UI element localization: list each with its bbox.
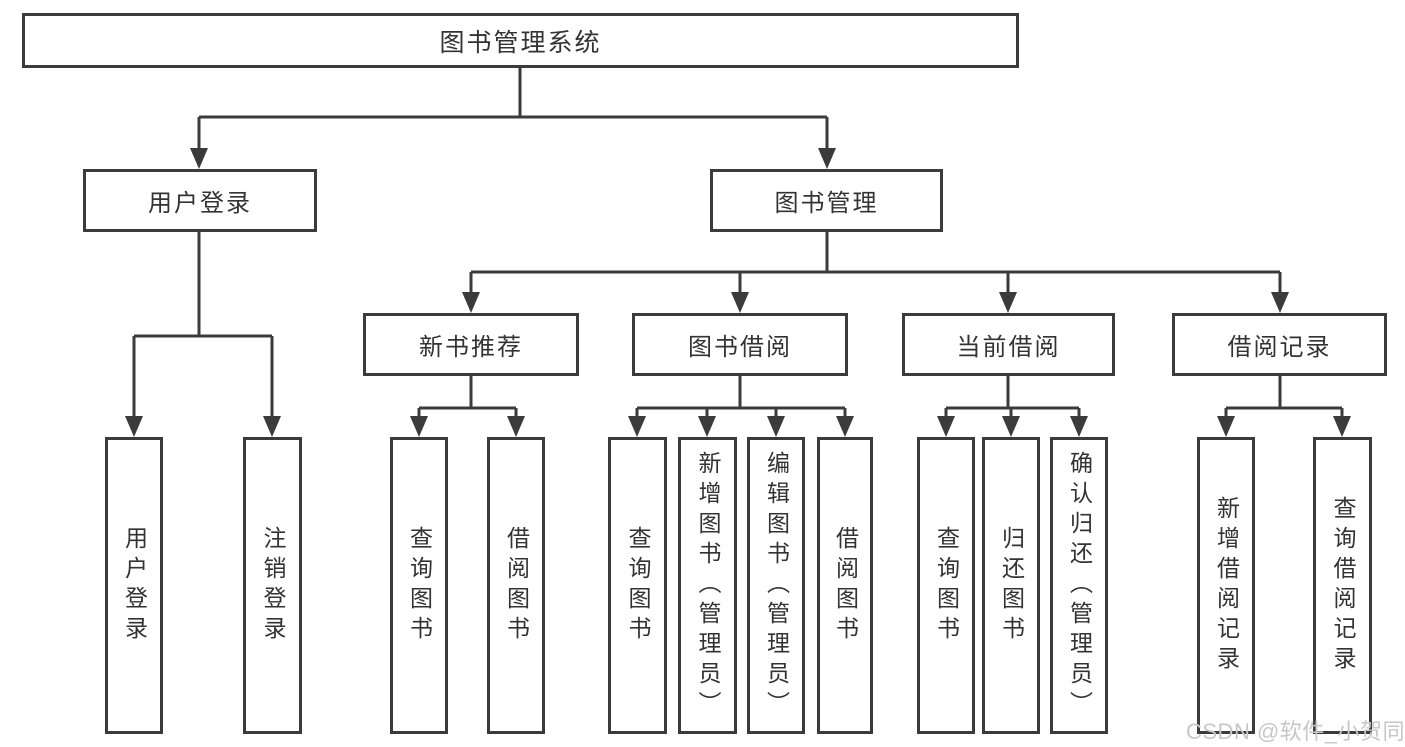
node-leaf-add-books-admin: 新增图书（管理员） xyxy=(678,437,737,734)
node-leaf-return-books: 归还图书 xyxy=(982,437,1040,734)
connector-borrowing-records-branch xyxy=(1217,376,1351,437)
node-label: 用户登录 xyxy=(121,525,148,646)
node-new-book-recommend: 新书推荐 xyxy=(363,313,579,376)
node-book-management-system: 图书管理系统 xyxy=(22,13,1019,68)
node-label: 图书管理 xyxy=(774,190,879,217)
node-label: 注销登录 xyxy=(260,525,286,646)
node-label: 借阅图书 xyxy=(832,525,859,646)
node-label: 归还图书 xyxy=(998,525,1025,646)
node-label: 编辑图书（管理员） xyxy=(763,450,790,721)
node-leaf-edit-books-admin: 编辑图书（管理员） xyxy=(747,437,805,734)
node-label: 图书管理系统 xyxy=(439,28,602,57)
node-label: 查询图书 xyxy=(933,525,960,646)
node-book-borrowing: 图书借阅 xyxy=(632,313,848,376)
node-user-login-branch: 用户登录 xyxy=(83,169,317,232)
connector-current-borrowing-branch xyxy=(937,376,1088,437)
node-label: 查询借阅记录 xyxy=(1330,495,1356,676)
node-leaf-query-borrow-record: 查询借阅记录 xyxy=(1313,437,1372,734)
node-leaf-user-login: 用户登录 xyxy=(105,437,163,734)
node-label: 新书推荐 xyxy=(419,334,523,361)
connector-user-login-branch xyxy=(125,232,281,437)
node-leaf-query-books-current: 查询图书 xyxy=(917,437,975,734)
node-label: 新增借阅记录 xyxy=(1213,495,1240,676)
node-label: 用户登录 xyxy=(148,190,252,217)
node-label: 当前借阅 xyxy=(956,334,1061,361)
node-leaf-query-books-recommend: 查询图书 xyxy=(390,437,448,734)
node-label: 新增图书（管理员） xyxy=(695,450,721,721)
node-label: 查询图书 xyxy=(406,525,433,646)
node-label: 确认归还（管理员） xyxy=(1066,450,1093,721)
node-leaf-add-borrow-record: 新增借阅记录 xyxy=(1197,437,1255,734)
node-leaf-borrow-books: 借阅图书 xyxy=(817,437,873,734)
node-leaf-borrow-books-recommend: 借阅图书 xyxy=(487,437,545,734)
node-label: 借阅记录 xyxy=(1227,334,1332,361)
node-current-borrowing: 当前借阅 xyxy=(902,313,1115,376)
node-borrowing-records: 借阅记录 xyxy=(1172,313,1387,376)
connector-book-borrowing-branch xyxy=(628,376,854,437)
node-label: 查询图书 xyxy=(625,525,651,646)
connector-book-management-branch xyxy=(462,232,1289,313)
node-label: 图书借阅 xyxy=(688,334,792,361)
node-leaf-logout: 注销登录 xyxy=(243,437,302,734)
node-book-management-branch: 图书管理 xyxy=(710,169,943,232)
node-label: 借阅图书 xyxy=(503,525,530,646)
connector-root-to-level2 xyxy=(190,68,836,169)
csdn-watermark: CSDN @软件_小贺同学 xyxy=(1186,719,1405,744)
node-leaf-confirm-return-admin: 确认归还（管理员） xyxy=(1050,437,1108,734)
node-leaf-query-books-borrowing: 查询图书 xyxy=(608,437,667,734)
connector-new-book-recommend-branch xyxy=(410,376,525,437)
